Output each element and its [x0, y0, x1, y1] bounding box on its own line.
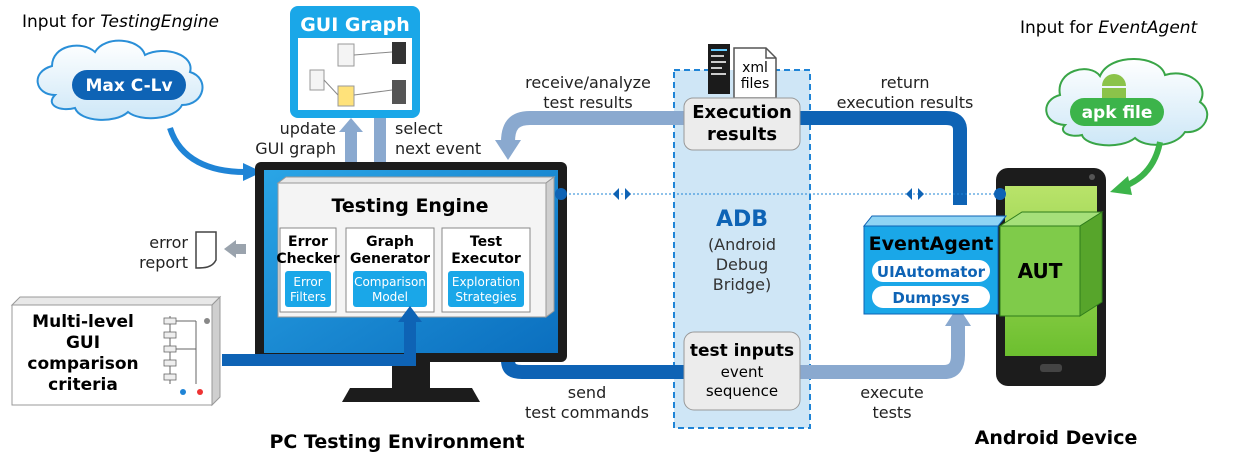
receive-results-path — [501, 111, 690, 143]
event-agent-box: EventAgent UIAutomator Dumpsys — [862, 215, 1008, 315]
monitor-stand — [342, 388, 480, 402]
criteria-line-4: criteria — [48, 375, 118, 395]
criteria-flowchart-icon — [163, 316, 210, 395]
criteria-connector — [222, 318, 416, 366]
error-report-label-2: report — [139, 253, 188, 272]
error-filters-2: Filters — [290, 290, 326, 304]
receive-label-2: test results — [543, 93, 632, 112]
event-agent-title: EventAgent — [869, 233, 994, 255]
android-icon — [1102, 74, 1126, 86]
execute-arrowhead — [945, 306, 971, 326]
max-clv-arrowhead — [243, 163, 262, 181]
max-clv-pill — [72, 70, 186, 100]
criteria-arrowhead — [398, 306, 422, 322]
adb-title: ADB — [716, 207, 768, 232]
xml-files-icon — [708, 44, 777, 99]
phone-connector-dot — [994, 188, 1006, 200]
execute-label-2: tests — [872, 403, 911, 422]
error-report-arrowhead — [224, 240, 236, 258]
max-clv-arrow — [167, 127, 246, 175]
error-report-arrow-shaft — [234, 244, 246, 254]
receive-arrowhead — [495, 140, 521, 160]
test-inputs-box — [683, 331, 801, 411]
criteria-line-1: Multi-level — [32, 312, 134, 332]
select-arrow-shaft — [374, 118, 386, 173]
testing-engine-title: Testing Engine — [331, 195, 488, 217]
event-agent-input-label: Input for EventAgent — [1020, 18, 1199, 38]
execution-results-2: results — [707, 124, 777, 145]
error-checker-module: Error Checker Error Filters — [276, 227, 340, 313]
comparison-model-2: Model — [372, 290, 408, 304]
exploration-strategies-1: Exploration — [452, 275, 520, 289]
execute-label-1: execute — [860, 383, 923, 402]
pc-environment-caption: PC Testing Environment — [269, 431, 524, 453]
graph-generator-label-2: Generator — [350, 251, 430, 267]
adb-sub-3: Bridge) — [713, 275, 771, 294]
test-executor-module: Test Executor Exploration Strategies — [441, 227, 531, 313]
update-label-2: GUI graph — [255, 139, 336, 158]
testing-engine-input-label: Input for TestingEngine — [22, 12, 219, 32]
test-executor-label-2: Executor — [451, 251, 521, 267]
select-label-1: select — [395, 119, 443, 138]
criteria-box: Multi-level GUI comparison criteria — [10, 295, 222, 407]
test-inputs-title: test inputs — [690, 341, 794, 361]
criteria-line-3: comparison — [27, 354, 138, 374]
send-label-2: test commands — [525, 403, 649, 422]
criteria-line-2: GUI — [66, 333, 100, 353]
dumpsys-label: Dumpsys — [892, 289, 969, 307]
double-arrow-right-icon — [906, 188, 924, 200]
execution-results-box — [683, 97, 801, 151]
execution-results-1: Execution — [692, 102, 792, 123]
error-checker-label-2: Checker — [276, 251, 339, 267]
gui-graph-box: GUI Graph — [290, 6, 420, 118]
return-results-path — [795, 111, 967, 205]
event-sequence-1: event — [721, 363, 764, 381]
apk-cloud: apk file — [1045, 58, 1209, 147]
aut-box: AUT — [998, 211, 1104, 317]
receive-label-1: receive/analyze — [525, 73, 651, 92]
test-executor-label-1: Test — [470, 234, 503, 250]
return-label-1: return — [881, 73, 930, 92]
xml-label-1: xml — [742, 60, 768, 76]
event-sequence-2: sequence — [706, 382, 778, 400]
max-clv-text: Max C-Lv — [85, 76, 172, 96]
update-label-1: update — [280, 119, 336, 138]
double-arrow-left-icon — [613, 188, 631, 200]
adb-sub-1: (Android — [708, 235, 776, 254]
adb-sub-2: Debug — [716, 255, 769, 274]
return-label-2: execution results — [837, 93, 974, 112]
graph-generator-module: Graph Generator Comparison Model — [345, 227, 435, 313]
error-report-label-1: error — [149, 233, 188, 252]
apk-file-pill — [1070, 98, 1164, 126]
gui-graph-title: GUI Graph — [300, 14, 410, 36]
comparison-model-1: Comparison — [354, 275, 426, 289]
select-label-2: next event — [395, 139, 481, 158]
android-device-caption: Android Device — [975, 427, 1138, 449]
aut-label: AUT — [1018, 259, 1063, 283]
execute-tests-path — [795, 322, 965, 379]
update-arrowhead — [339, 118, 363, 132]
xml-label-2: files — [741, 76, 770, 92]
error-report-doc-icon — [195, 231, 217, 269]
error-checker-label-1: Error — [288, 234, 328, 250]
graph-generator-label-1: Graph — [366, 234, 414, 250]
error-filters-1: Error — [293, 275, 322, 289]
monitor-neck — [392, 362, 430, 388]
apk-arrowhead — [1110, 176, 1132, 195]
monitor-connector-dot — [555, 188, 567, 200]
apk-arrow — [1123, 141, 1163, 189]
exploration-strategies-2: Strategies — [455, 290, 516, 304]
max-clv-cloud: Max C-Lv — [36, 39, 204, 121]
apk-file-text: apk file — [1082, 103, 1153, 123]
send-label-1: send — [568, 383, 606, 402]
uiautomator-label: UIAutomator — [877, 263, 986, 281]
